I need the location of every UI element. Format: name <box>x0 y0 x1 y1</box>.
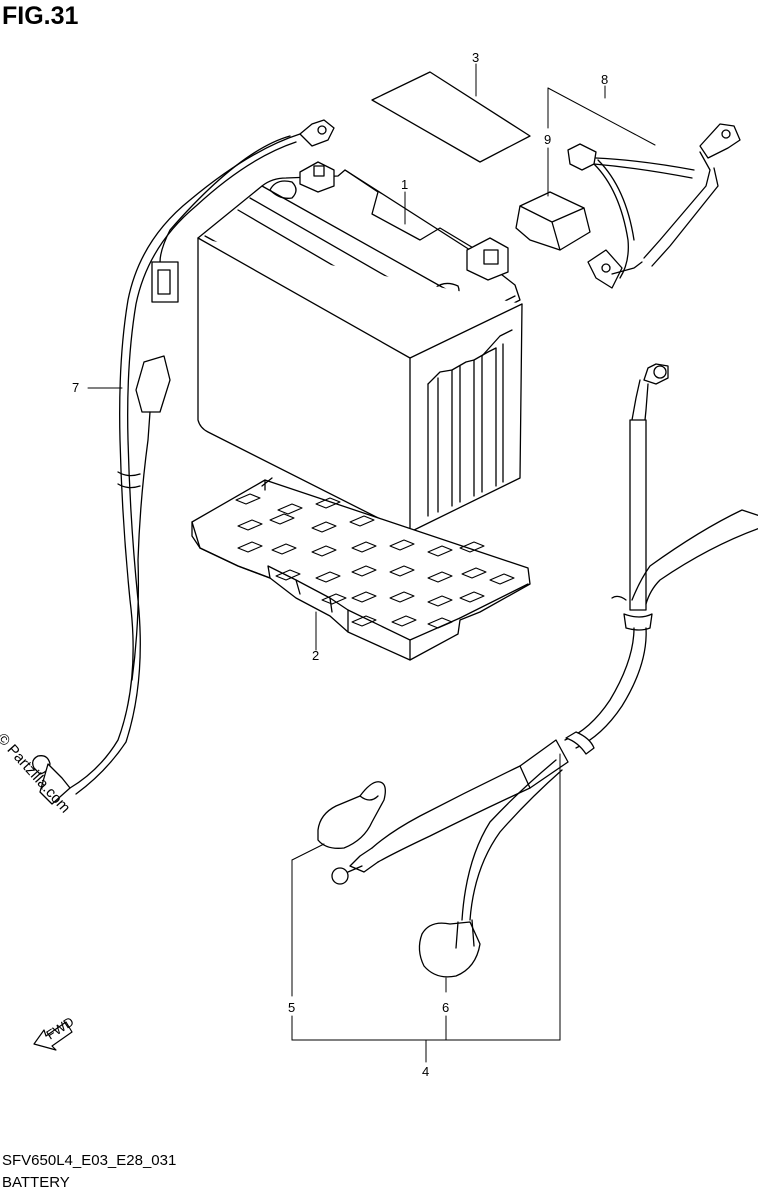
battery-pad <box>371 71 531 163</box>
callout-5: 5 <box>288 1000 295 1015</box>
callout-7: 7 <box>72 380 79 395</box>
callout-4: 4 <box>422 1064 429 1079</box>
leader-lines <box>87 63 656 1063</box>
callout-2: 2 <box>312 648 319 663</box>
diagram-code: SFV650L4_E03_E28_031 <box>2 1152 177 1169</box>
callout-3: 3 <box>472 50 479 65</box>
diagram-name: BATTERY <box>2 1174 70 1191</box>
lead-wire <box>32 119 335 805</box>
callout-labels: 1 2 3 4 5 6 7 8 9 <box>72 50 608 1079</box>
battery-tray <box>191 477 531 661</box>
starter-motor-lead <box>567 123 741 289</box>
terminal-cover <box>515 191 591 251</box>
negative-cable-assembly <box>317 363 758 978</box>
callout-9: 9 <box>544 132 551 147</box>
fwd-arrow-icon: FWD <box>33 1014 76 1051</box>
battery <box>197 161 523 533</box>
callout-6: 6 <box>442 1000 449 1015</box>
figure-title: FIG.31 <box>2 2 79 30</box>
callout-1: 1 <box>401 177 408 192</box>
callout-8: 8 <box>601 72 608 87</box>
